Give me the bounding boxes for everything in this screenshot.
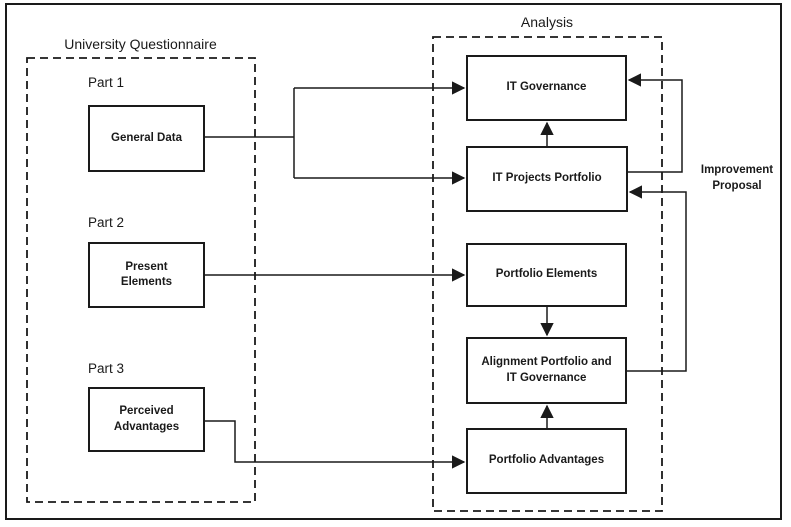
node-perceived-advantages: Perceived Advantages — [88, 387, 205, 452]
node-present-elements: Present Elements — [88, 242, 205, 308]
part-3-label: Part 3 — [88, 361, 125, 376]
improvement-proposal-label: Improvement Proposal — [700, 164, 774, 192]
node-general-data: General Data — [88, 105, 205, 172]
node-it-governance: IT Governance — [466, 55, 627, 121]
node-it-projects-portfolio: IT Projects Portfolio — [466, 146, 628, 212]
part-2-label: Part 2 — [88, 215, 125, 230]
outer-border — [5, 3, 782, 520]
group-title-analysis: Analysis — [520, 14, 574, 30]
node-portfolio-advantages: Portfolio Advantages — [466, 428, 627, 494]
part-1-label: Part 1 — [88, 75, 125, 90]
node-alignment-portfolio-it-governance: Alignment Portfolio and IT Governance — [466, 337, 627, 404]
group-title-university-questionnaire: University Questionnaire — [64, 36, 217, 52]
node-portfolio-elements: Portfolio Elements — [466, 243, 627, 307]
